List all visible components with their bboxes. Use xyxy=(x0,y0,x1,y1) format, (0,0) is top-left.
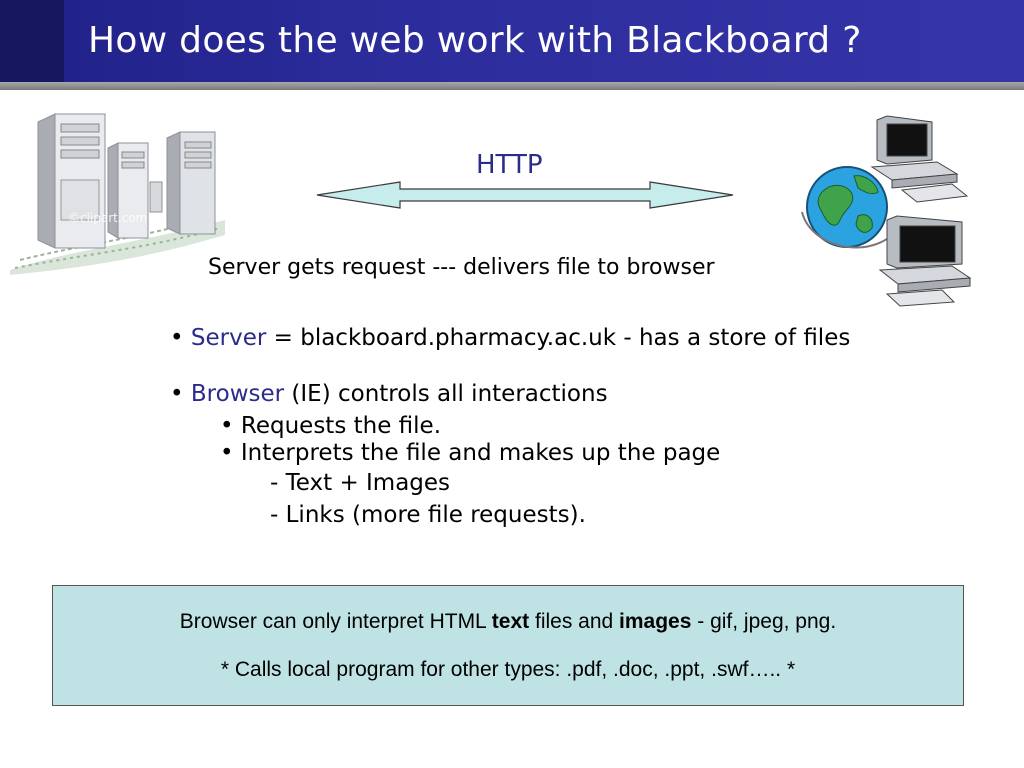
bullet-marker: • xyxy=(220,413,234,439)
title-divider xyxy=(0,82,1024,90)
bullet-browser: • Browser (IE) controls all interactions xyxy=(170,381,608,407)
sub-bullet: • Interprets the file and makes up the p… xyxy=(220,440,720,466)
info-emphasis: text xyxy=(491,610,530,633)
server-caption: Server gets request --- delivers file to… xyxy=(208,255,715,280)
title-bar: How does the web work with Blackboard ? xyxy=(0,0,1024,82)
server-term: Server xyxy=(190,325,267,351)
sub-sub-item: - Links (more file requests). xyxy=(270,502,586,528)
bullet-marker: • xyxy=(170,325,184,351)
info-text: Browser can only interpret HTML xyxy=(179,610,492,633)
sub-bullet: • Requests the file. xyxy=(220,413,441,439)
info-text: files and xyxy=(529,610,620,633)
http-label: HTTP xyxy=(476,150,543,180)
bullet-server: • Server = blackboard.pharmacy.ac.uk - h… xyxy=(170,325,850,351)
slide-title: How does the web work with Blackboard ? xyxy=(88,20,862,61)
server-cluster-icon: ©clipart.com xyxy=(10,113,225,275)
browser-term: Browser xyxy=(190,381,285,407)
browser-description: (IE) controls all interactions xyxy=(284,381,608,407)
info-box: Browser can only interpret HTML text fil… xyxy=(52,585,964,706)
sub-sub-item: - Text + Images xyxy=(270,470,451,496)
bullet-marker: • xyxy=(170,381,184,407)
info-line-2: * Calls local program for other types: .… xyxy=(220,658,796,681)
bullet-marker: • xyxy=(220,440,234,466)
info-emphasis: images xyxy=(619,610,692,633)
info-line-1: Browser can only interpret HTML text fil… xyxy=(53,610,963,634)
double-arrow-icon xyxy=(316,181,734,209)
info-text: - gif, jpeg, png. xyxy=(691,610,837,633)
sub-bullet-text: Requests the file. xyxy=(240,413,442,439)
networked-computers-icon xyxy=(801,115,972,307)
server-description: = blackboard.pharmacy.ac.uk - has a stor… xyxy=(266,325,851,351)
sub-bullet-text: Interprets the file and makes up the pag… xyxy=(240,440,721,466)
title-bar-accent xyxy=(0,0,64,82)
clipart-watermark: ©clipart.com xyxy=(68,211,147,225)
